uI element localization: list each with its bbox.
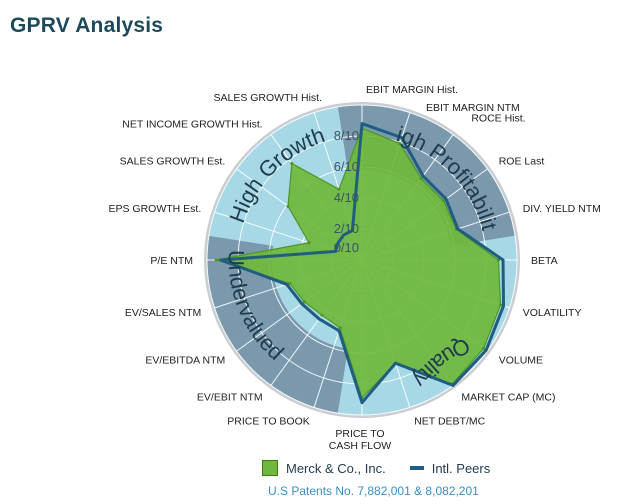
- axis-label-6: VOLATILITY: [523, 307, 582, 319]
- axis-label-15: P/E NTM: [150, 255, 193, 267]
- peers-point-0: [360, 122, 364, 125]
- peers-point-12: [317, 317, 321, 321]
- axis-label-9: NET DEBT/MC: [414, 416, 485, 428]
- axis-label-18: NET INCOME GROWTH Hist.: [122, 118, 262, 130]
- axis-label-2: ROCE Hist.: [471, 112, 525, 124]
- merck-point-1: [398, 141, 402, 146]
- tick-label-0: 0/10: [334, 240, 359, 255]
- merck-point-17: [286, 204, 290, 208]
- axis-label-13: EV/EBITDA NTM: [145, 354, 225, 366]
- merck-point-6: [498, 303, 503, 307]
- axis-label-19: SALES GROWTH Hist.: [213, 92, 322, 104]
- sector-growth-outer: [208, 106, 348, 246]
- legend-label-merck: Merck & Co., Inc.: [286, 460, 386, 476]
- axis-label-14: EV/SALES NTM: [125, 307, 201, 319]
- axis-label-8: MARKET CAP (MC): [461, 392, 555, 404]
- peers-point-16: [334, 249, 337, 253]
- peers-point-6: [502, 304, 505, 308]
- peers-point-1: [400, 136, 404, 140]
- legend-swatch-peers: [409, 466, 424, 470]
- merck-point-18: [290, 161, 294, 166]
- axis-label-16: EPS GROWTH Est.: [109, 203, 202, 215]
- peers-point-10: [360, 401, 364, 404]
- axis-label-12: EV/EBIT NTM: [197, 392, 263, 404]
- peers-point-15: [219, 258, 223, 262]
- merck-point-3: [441, 199, 446, 203]
- merck-point-2: [419, 176, 423, 181]
- peers-point-2: [421, 174, 425, 178]
- merck-point-7: [482, 346, 486, 350]
- peers-point-17: [336, 241, 340, 245]
- peers-point-18: [342, 233, 346, 237]
- peers-point-19: [351, 229, 354, 232]
- merck-point-19: [337, 187, 341, 191]
- merck-point-12: [320, 313, 324, 317]
- merck-point-14: [288, 281, 292, 286]
- axis-label-3: ROE Last: [499, 156, 545, 168]
- axis-label-1: EBIT MARGIN NTM: [426, 102, 520, 114]
- axis-label-11: PRICE TO BOOK: [227, 416, 309, 428]
- tick-label-3: 6/10: [334, 159, 359, 174]
- peers-point-5: [501, 258, 505, 262]
- axis-label-0: EBIT MARGIN Hist.: [366, 84, 458, 96]
- peers-point-13: [300, 302, 304, 306]
- peers-point-7: [484, 348, 488, 352]
- peers-point-4: [456, 227, 460, 231]
- peers-point-3: [444, 197, 448, 201]
- axis-label-4: DIV. YIELD NTM: [523, 203, 601, 215]
- merck-point-15: [214, 258, 218, 262]
- axis-label-5: BETA: [531, 255, 558, 267]
- peers-point-9: [394, 361, 397, 365]
- peers-point-11: [337, 329, 341, 333]
- legend: Merck & Co., Inc. Intl. Peers: [262, 460, 490, 476]
- page-title: GPRV Analysis: [10, 14, 164, 37]
- legend-swatch-merck: [262, 460, 278, 476]
- merck-point-5: [496, 258, 500, 262]
- axis-label-7: VOLUME: [499, 354, 543, 366]
- tick-label-1: 2/10: [334, 221, 359, 236]
- patent-note: U.S Patents No. 7,882,001 & 8,082,201: [268, 484, 479, 498]
- merck-point-16: [307, 241, 311, 245]
- peers-point-8: [451, 383, 455, 387]
- axis-label-17: SALES GROWTH Est.: [120, 156, 226, 168]
- tick-label-2: 4/10: [334, 190, 359, 205]
- legend-label-peers: Intl. Peers: [431, 460, 491, 476]
- merck-point-11: [338, 326, 342, 330]
- merck-point-13: [302, 300, 306, 304]
- peers-point-14: [285, 283, 289, 286]
- sector-undervalued-outer: [206, 235, 348, 414]
- tick-label-4: 8/10: [334, 128, 359, 143]
